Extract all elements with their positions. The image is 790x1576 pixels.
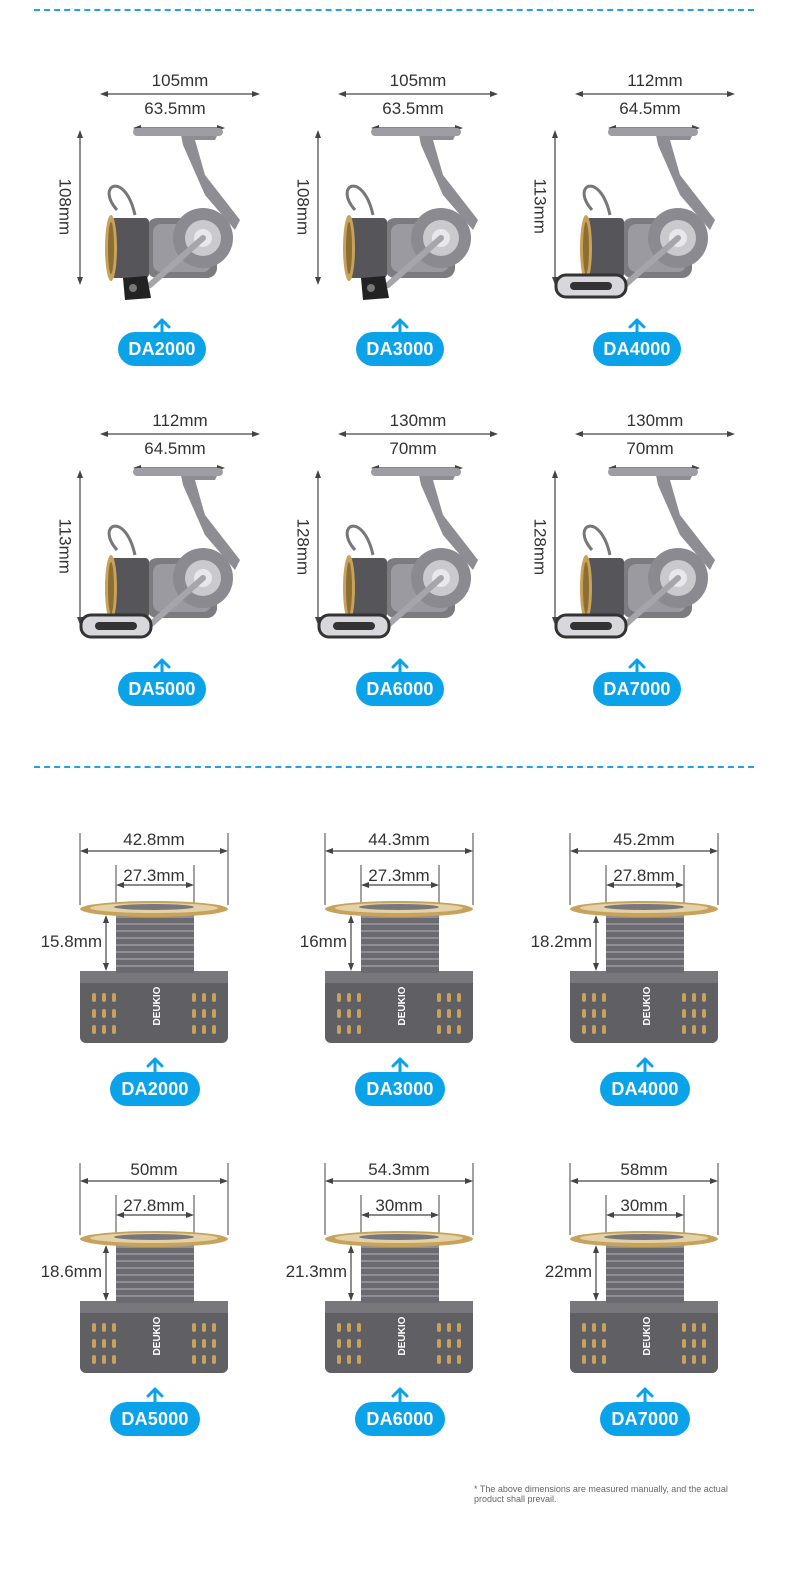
spool-brand-logo: DEUKIO [152,1316,163,1356]
spool-illustration [569,833,719,1043]
top-divider [34,9,754,11]
spool-illustration [569,1163,719,1373]
reel-overall-width-label: 130mm [389,411,447,430]
spool-inner-diameter-label: 30mm [620,1196,668,1215]
model-badge[interactable]: DA3000 [355,1072,445,1106]
model-badge[interactable]: DA4000 [593,332,681,366]
spool-inner-diameter-label: 27.3mm [368,866,430,885]
reel-illustration [552,431,735,639]
reel-height-label: 128mm [530,518,550,576]
spool-outer-diameter-label: 45.2mm [613,830,675,849]
spool-depth-label: 18.6mm [40,1262,102,1281]
model-badge[interactable]: DA2000 [110,1072,200,1106]
spool-outer-diameter-label: 54.3mm [368,1160,430,1179]
arrow-up-icon [391,658,409,674]
spool-brand-logo: DEUKIO [397,986,408,1026]
spool-inner-diameter-label: 27.8mm [613,866,675,885]
reel-illustration [552,91,735,299]
reel-height-label: 128mm [293,518,313,576]
spool-outer-diameter-label: 50mm [130,1160,178,1179]
spool-outer-diameter-label: 44.3mm [368,830,430,849]
spool-depth-label: 21.3mm [285,1262,347,1281]
spool-inner-diameter-label: 30mm [375,1196,423,1215]
model-badge[interactable]: DA7000 [600,1402,690,1436]
reel-overall-width-label: 112mm [152,411,208,430]
reel-height-label: 108mm [293,178,313,236]
reel-overall-width-label: 105mm [151,71,209,90]
reel-handle-span-label: 70mm [626,439,674,458]
reel-overall-width-label: 112mm [627,71,683,90]
spool-brand-logo: DEUKIO [642,986,653,1026]
arrow-up-icon [146,1057,164,1073]
model-badge[interactable]: DA5000 [110,1402,200,1436]
arrow-up-icon [636,1057,654,1073]
reel-height-label: 108mm [55,178,75,236]
reel-illustration [77,431,260,639]
spool-illustration [79,1163,229,1373]
spool-brand-logo: DEUKIO [642,1316,653,1356]
model-badge[interactable]: DA7000 [593,672,681,706]
reel-overall-width-label: 130mm [626,411,684,430]
reel-handle-span-label: 63.5mm [144,99,206,118]
arrow-up-icon [636,1387,654,1403]
reel-handle-span-label: 70mm [389,439,437,458]
arrow-up-icon [153,658,171,674]
model-badge[interactable]: DA2000 [118,332,206,366]
spool-inner-diameter-label: 27.8mm [123,1196,185,1215]
spool-brand-logo: DEUKIO [152,986,163,1026]
arrow-up-icon [391,1387,409,1403]
spool-depth-label: 15.8mm [40,932,102,951]
measurement-footnote: * The above dimensions are measured manu… [474,1484,728,1504]
reel-handle-span-label: 64.5mm [144,439,206,458]
reel-handle-span-label: 64.5mm [619,99,681,118]
arrow-up-icon [628,318,646,334]
reel-overall-width-label: 105mm [389,71,447,90]
spool-depth-label: 16mm [299,932,347,951]
spool-illustration [324,1163,474,1373]
arrow-up-icon [391,318,409,334]
reel-height-label: 113mm [530,178,550,234]
arrow-up-icon [146,1387,164,1403]
reel-illustration [77,91,260,300]
spool-depth-label: 18.2mm [530,932,592,951]
middle-divider [34,766,754,768]
model-badge[interactable]: DA4000 [600,1072,690,1106]
spool-outer-diameter-label: 42.8mm [123,830,185,849]
reel-illustration [315,91,498,300]
reel-handle-span-label: 63.5mm [382,99,444,118]
model-badge[interactable]: DA3000 [356,332,444,366]
arrow-up-icon [153,318,171,334]
spool-outer-diameter-label: 58mm [620,1160,668,1179]
reel-illustration [315,431,498,639]
model-badge[interactable]: DA5000 [118,672,206,706]
spool-illustration [324,833,474,1043]
spool-inner-diameter-label: 27.3mm [123,866,185,885]
model-badge[interactable]: DA6000 [355,1402,445,1436]
spool-brand-logo: DEUKIO [397,1316,408,1356]
model-badge[interactable]: DA6000 [356,672,444,706]
arrow-up-icon [391,1057,409,1073]
spool-depth-label: 22mm [544,1262,592,1281]
spool-illustration [79,833,229,1043]
reel-height-label: 113mm [55,518,75,574]
arrow-up-icon [628,658,646,674]
